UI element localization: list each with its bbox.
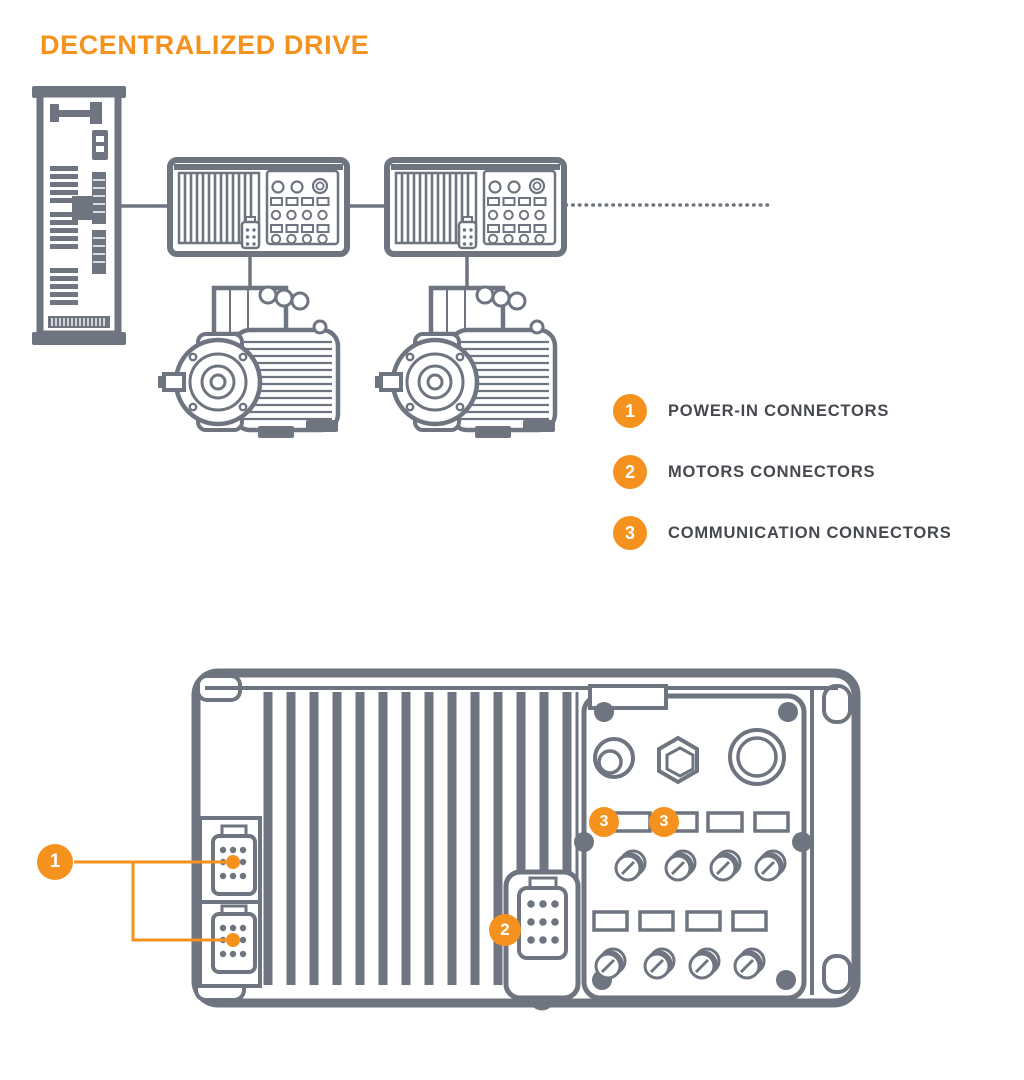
callout-3-badge-left: 3	[589, 807, 619, 837]
legend-badge-3: 3	[613, 516, 647, 550]
motors-connector	[503, 869, 581, 1011]
legend: 1 POWER-IN CONNECTORS 2 MOTORS CONNECTOR…	[613, 394, 952, 577]
drive-unit-1-icon	[170, 160, 347, 254]
drive-unit-2-icon	[387, 160, 564, 254]
legend-item-communication: 3 COMMUNICATION CONNECTORS	[613, 516, 952, 550]
legend-label-motors: MOTORS CONNECTORS	[668, 462, 876, 481]
legend-badge-1: 1	[613, 394, 647, 428]
motor-1-icon	[158, 287, 338, 438]
callout-3-badge-right: 3	[649, 807, 679, 837]
power-bus-cables	[117, 203, 770, 294]
legend-item-power-in: 1 POWER-IN CONNECTORS	[613, 394, 952, 428]
power-in-connector-upper	[198, 816, 262, 904]
page-title: DECENTRALIZED DRIVE	[40, 30, 370, 60]
overview-diagram	[32, 86, 770, 480]
callout-1-dot-lower	[226, 933, 240, 947]
legend-label-communication: COMMUNICATION CONNECTORS	[668, 523, 952, 542]
motor-2-icon	[375, 287, 555, 438]
callout-1-lines	[74, 855, 240, 947]
callout-1-badge: 1	[37, 844, 73, 880]
legend-label-power-in: POWER-IN CONNECTORS	[668, 401, 890, 420]
cable-gland-hex	[657, 735, 699, 785]
cable-gland-large	[728, 728, 786, 786]
connector-panel	[574, 684, 812, 1001]
callout-2-badge: 2	[489, 914, 521, 946]
io-slot-row-2	[592, 910, 768, 932]
callout-1-dot-upper	[226, 855, 240, 869]
legend-badge-2: 2	[613, 455, 647, 489]
control-cabinet-icon	[32, 86, 126, 345]
cable-gland-small	[593, 737, 635, 779]
terminal-blocks	[50, 166, 78, 305]
legend-item-motors: 2 MOTORS CONNECTORS	[613, 455, 952, 489]
panel-corner-screws	[574, 702, 812, 990]
drive-detail-diagram	[74, 668, 861, 1011]
